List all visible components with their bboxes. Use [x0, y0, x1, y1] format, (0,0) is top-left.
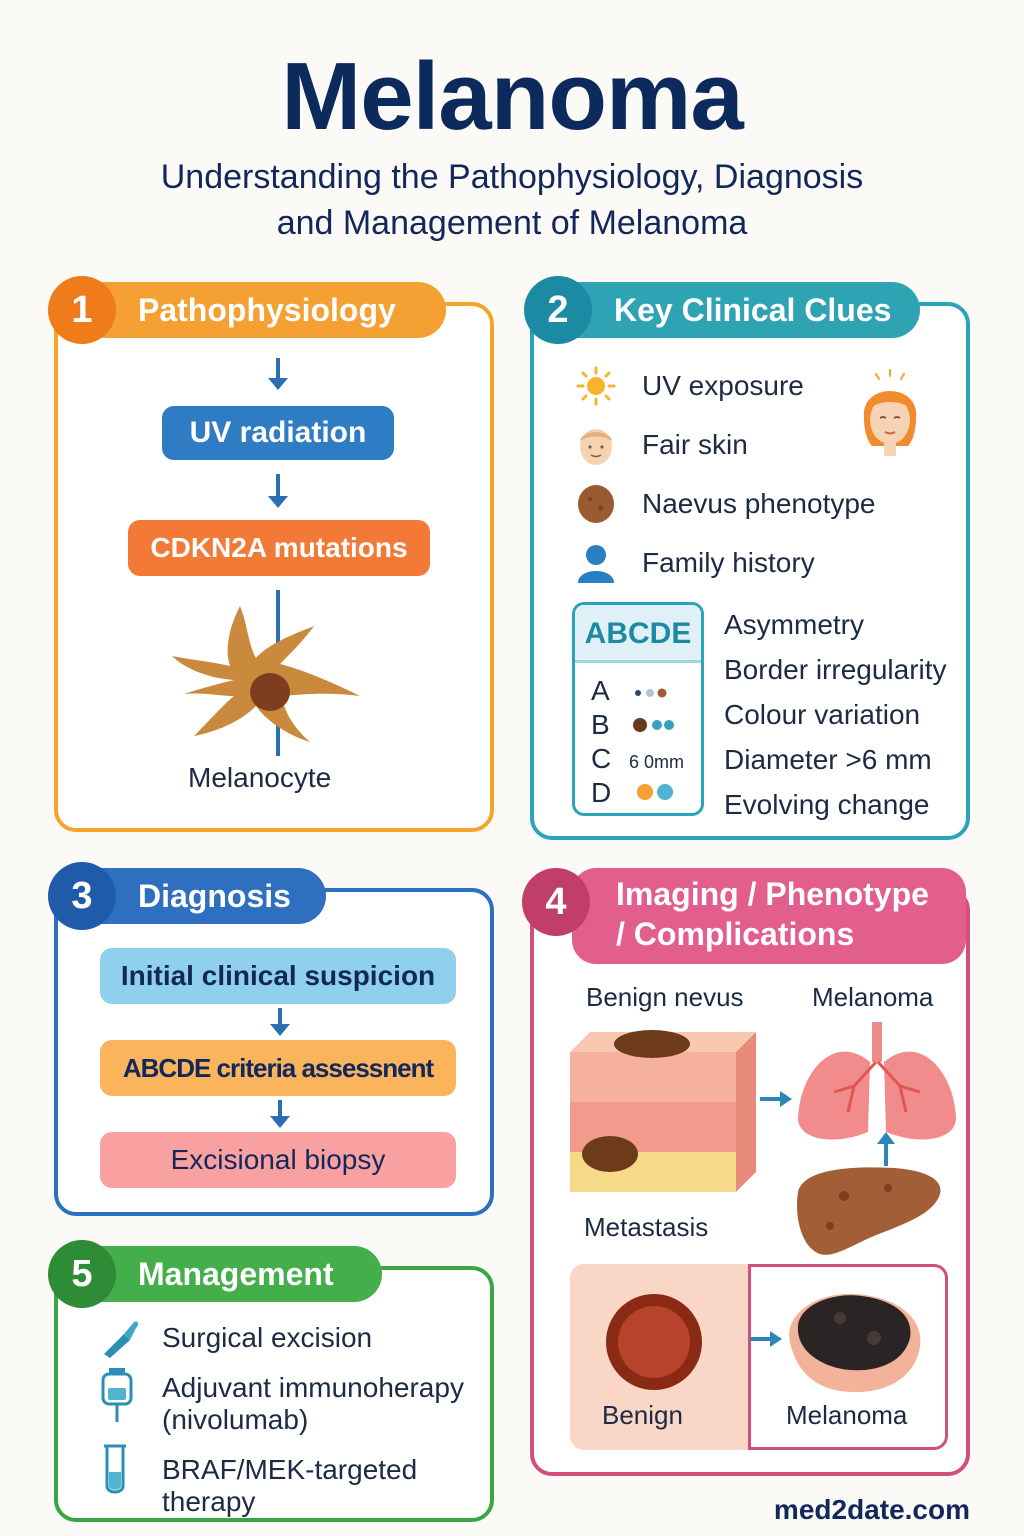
abcde-card: ABCDE A B C 6 0mm D — [572, 602, 704, 816]
abcde-row-c: C 6 0mm — [591, 743, 685, 774]
clue-uv-exposure: UV exposure — [574, 364, 804, 408]
section-number-1: 1 — [48, 276, 116, 344]
arrow-right-icon — [750, 1331, 782, 1347]
clinical-clues-title: Key Clinical Clues — [614, 291, 892, 328]
lungs-icon — [798, 1022, 956, 1140]
melanocyte-label: Melanocyte — [188, 762, 332, 793]
section-number-4: 4 — [522, 868, 590, 936]
clue-label: Fair skin — [642, 429, 748, 460]
test-tube-icon — [104, 1444, 126, 1494]
imaging-panel: 4 Imaging / Phenotype / Complications Be… — [522, 868, 970, 1476]
melanoma-label-top: Melanoma — [812, 982, 934, 1012]
clue-fair-skin: Fair skin — [574, 423, 748, 467]
melanoma-lesion-icon — [789, 1293, 921, 1393]
clinical-clues-header: 2 Key Clinical Clues — [524, 276, 920, 344]
management-item-immunotherapy: Adjuvant immunoherapy (nivolumab) — [162, 1372, 464, 1435]
flow-arrow-icon — [268, 474, 288, 508]
benign-nevus-label: Benign nevus — [586, 982, 744, 1012]
skin-cross-section-icon — [570, 1030, 756, 1192]
melanoma-label-bottom: Melanoma — [786, 1400, 908, 1430]
footer-site: med2date.com — [773, 1494, 970, 1525]
diagnosis-panel: 3 Diagnosis Initial clinical suspicion A… — [48, 862, 494, 1216]
flow-step-uv-radiation: UV radiation — [162, 406, 394, 460]
management-header: 5 Management — [48, 1240, 382, 1308]
imaging-title: Imaging / Phenotype / Complications — [616, 874, 929, 954]
flow-arrow-icon — [270, 1100, 290, 1128]
clue-label: Family history — [642, 547, 815, 578]
management-title: Management — [138, 1255, 334, 1292]
section-number-5: 5 — [48, 1240, 116, 1308]
abcde-card-title: ABCDE — [575, 605, 701, 663]
metastasis-label: Metastasis — [584, 1212, 709, 1242]
subtitle-line-2: and Management of Melanoma — [276, 204, 748, 242]
diameter-text: 6 0mm — [629, 752, 685, 772]
diagnosis-title: Diagnosis — [138, 877, 291, 914]
asymmetry-dots-icon — [634, 688, 667, 698]
clinical-clues-panel: 2 Key Clinical Clues UV exposure — [524, 276, 970, 840]
abcde-row-b: B — [591, 709, 679, 741]
scalpel-icon — [104, 1321, 139, 1358]
criterion-border: Border irregularity — [724, 654, 947, 685]
clue-label: Naevus phenotype — [642, 488, 876, 519]
naevus-icon — [574, 482, 618, 526]
criterion-colour: Colour variation — [724, 699, 921, 730]
imaging-title-line1: Imaging / Phenotype — [616, 876, 929, 912]
diagnosis-header: 3 Diagnosis — [48, 862, 326, 930]
flow-arrow-icon — [268, 358, 288, 390]
diagnosis-step-abcde: ABCDE criteria assessnent — [100, 1040, 456, 1096]
benign-label: Benign — [602, 1400, 683, 1430]
lesion-comparison: Benign Melanoma — [570, 1264, 948, 1452]
abcde-row-a: A — [591, 675, 674, 707]
arrow-up-icon — [877, 1132, 895, 1166]
management-item-targeted: BRAF/MEK-targeted therapy — [162, 1454, 418, 1517]
criterion-asymmetry: Asymmetry — [724, 609, 864, 640]
clue-family-history: Family history — [574, 541, 815, 585]
page-title: Melanoma — [281, 43, 743, 150]
pathophysiology-panel: 1 Pathophysiology UV radiation CDKN2A mu… — [48, 276, 494, 832]
melanocyte-icon — [172, 606, 360, 742]
section-number-2: 2 — [524, 276, 592, 344]
person-icon — [574, 541, 618, 585]
pathophysiology-title: Pathophysiology — [138, 291, 396, 328]
sun-icon — [574, 364, 618, 408]
page-subtitle: Understanding the Pathophysiology, Diagn… — [0, 154, 1024, 246]
flow-step-cdkn2a: CDKN2A mutations — [128, 520, 430, 576]
abcde-criteria-list: Asymmetry Border irregularity Colour var… — [724, 602, 947, 827]
imaging-title-line2: / Complications — [616, 916, 855, 952]
imaging-header: 4 Imaging / Phenotype / Complications — [522, 868, 966, 964]
management-item-surgery: Surgical excision — [162, 1322, 373, 1353]
benign-mole-icon — [606, 1294, 702, 1390]
abcde-row-d: D — [591, 777, 681, 809]
liver-icon — [796, 1167, 941, 1255]
diagnosis-step-biopsy: Excisional biopsy — [100, 1132, 456, 1188]
clue-naevus: Naevus phenotype — [574, 482, 876, 526]
arrow-right-icon — [760, 1091, 792, 1107]
section-number-3: 3 — [48, 862, 116, 930]
criterion-diameter: Diameter >6 mm — [724, 744, 932, 775]
flow-arrow-icon — [270, 1008, 290, 1036]
iv-bag-icon — [101, 1368, 133, 1422]
pathophysiology-header: 1 Pathophysiology — [48, 276, 446, 344]
subtitle-line-1: Understanding the Pathophysiology, Diagn… — [160, 158, 864, 196]
colour-dots-icon — [637, 784, 674, 800]
diagnosis-step-suspicion: Initial clinical suspicion — [100, 948, 456, 1004]
management-panel: 5 Management Surgical excision Adjuvant … — [48, 1240, 494, 1522]
criterion-evolving: Evolving change — [724, 789, 930, 820]
woman-face-icon — [863, 369, 917, 456]
border-dots-icon — [633, 718, 675, 732]
fair-skin-face-icon — [574, 423, 618, 467]
clue-label: UV exposure — [642, 370, 804, 401]
